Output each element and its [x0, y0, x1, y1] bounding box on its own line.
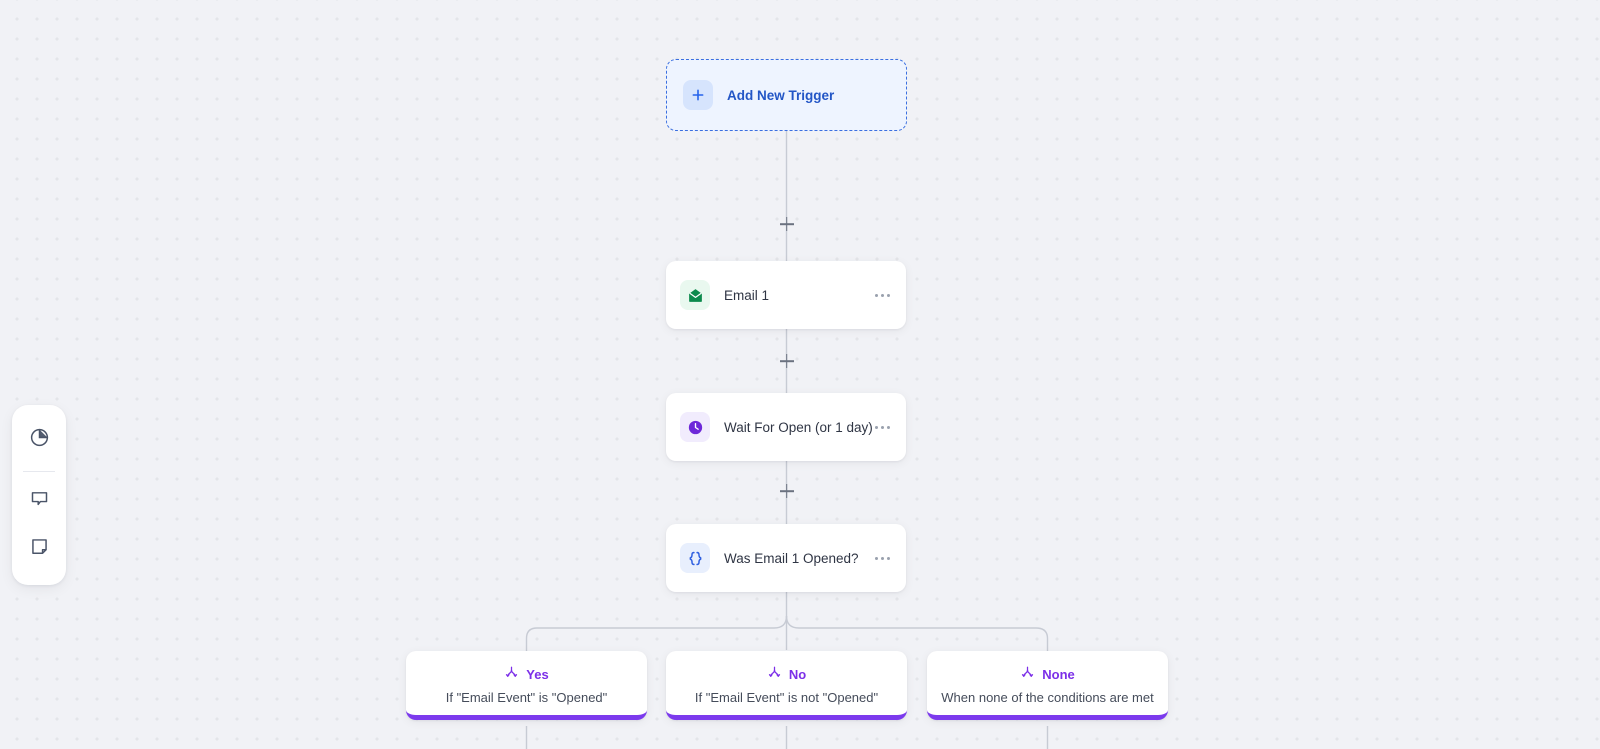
add-new-trigger-label: Add New Trigger: [727, 87, 835, 103]
branch-card-no[interactable]: No If "Email Event" is not "Opened": [666, 651, 907, 720]
node-wait-for-open[interactable]: Wait For Open (or 1 day): [666, 393, 906, 461]
node-wait-for-open-menu-button[interactable]: [873, 420, 892, 435]
node-email-1-label: Email 1: [724, 287, 770, 303]
envelope-icon: [680, 280, 710, 310]
comment-icon: [29, 488, 50, 514]
node-wait-for-open-label: Wait For Open (or 1 day): [724, 419, 873, 435]
curly-braces-icon: [680, 543, 710, 573]
branch-card-none[interactable]: None When none of the conditions are met: [927, 651, 1168, 720]
branch-split-icon: [504, 665, 519, 683]
add-step-button-2[interactable]: [779, 353, 795, 369]
branch-none-description: When none of the conditions are met: [941, 690, 1154, 705]
node-was-email-1-opened-menu-button[interactable]: [873, 551, 892, 566]
branch-split-icon: [1020, 665, 1035, 683]
analytics-icon: [29, 427, 50, 453]
sidebar-item-comment[interactable]: [22, 484, 56, 518]
sidebar-item-analytics[interactable]: [22, 423, 56, 457]
node-was-email-1-opened[interactable]: Was Email 1 Opened?: [666, 524, 906, 592]
branch-no-label: No: [788, 666, 807, 682]
node-email-1[interactable]: Email 1: [666, 261, 906, 329]
add-new-trigger-card[interactable]: Add New Trigger: [666, 59, 907, 131]
note-icon: [29, 536, 50, 562]
branch-yes-label: Yes: [526, 666, 549, 682]
branch-none-label: None: [1042, 666, 1075, 682]
sidebar-item-note[interactable]: [22, 532, 56, 566]
node-email-1-menu-button[interactable]: [873, 288, 892, 303]
branch-no-description: If "Email Event" is not "Opened": [694, 690, 879, 705]
left-toolbar: [12, 405, 66, 585]
add-step-button-1[interactable]: [779, 216, 795, 232]
branch-card-yes[interactable]: Yes If "Email Event" is "Opened": [406, 651, 647, 720]
plus-icon: [683, 80, 713, 110]
branch-split-icon: [767, 665, 782, 683]
add-step-button-3[interactable]: [779, 483, 795, 499]
toolbar-divider: [23, 471, 55, 472]
branch-yes-description: If "Email Event" is "Opened": [445, 690, 608, 705]
clock-icon: [680, 412, 710, 442]
node-was-email-1-opened-label: Was Email 1 Opened?: [724, 550, 859, 566]
